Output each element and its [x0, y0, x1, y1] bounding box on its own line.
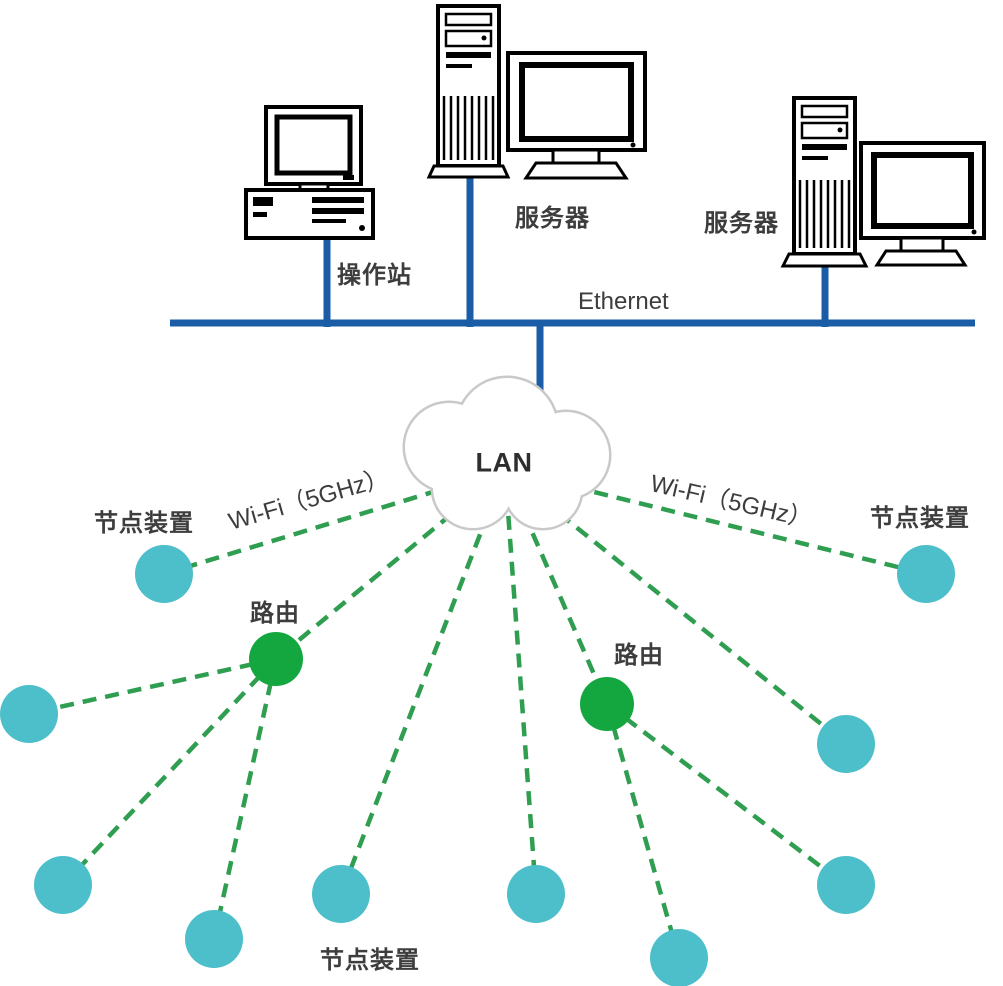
wifi-link-line	[605, 702, 847, 887]
router-2-label: 路由	[614, 642, 664, 669]
lan-cloud	[402, 375, 612, 531]
ethernet-label: Ethernet	[578, 288, 669, 315]
wifi-link-line	[604, 703, 682, 959]
node-device-circle	[0, 685, 58, 743]
node-device-top-right-label: 节点装置	[870, 505, 970, 532]
wifi-links	[27, 467, 927, 959]
node-device-circle	[817, 856, 875, 914]
workstation-icon	[244, 105, 375, 240]
node-device-top-left-label: 节点装置	[94, 510, 194, 537]
node-device-circle	[34, 856, 92, 914]
lan-label: LAN	[475, 447, 533, 478]
router-circle	[580, 677, 634, 731]
routers	[249, 632, 634, 731]
node-device-circle	[650, 929, 708, 986]
node-device-circle	[817, 715, 875, 773]
router-1-label: 路由	[250, 600, 300, 627]
node-device-circle	[507, 865, 565, 923]
node-device-circle	[312, 865, 370, 923]
node-device-bottom-label: 节点装置	[320, 947, 420, 974]
wifi-link-line	[27, 656, 277, 717]
node-device-circle	[897, 545, 955, 603]
operator-station-label: 操作站	[337, 262, 412, 289]
wifi-link-line	[61, 657, 278, 887]
wifi-link-line	[338, 469, 508, 895]
node-device-circle	[185, 910, 243, 968]
node-devices	[0, 545, 955, 986]
wifi-link-line	[502, 469, 610, 705]
server1-icon	[426, 4, 647, 180]
wifi-link-line	[502, 469, 539, 895]
server-1-label: 服务器	[515, 205, 590, 232]
router-circle	[249, 632, 303, 686]
server2-icon	[780, 96, 986, 268]
wifi-link-line	[211, 658, 279, 940]
node-device-circle	[135, 545, 193, 603]
server-2-label: 服务器	[704, 210, 779, 237]
ethernet-lines	[170, 172, 975, 430]
